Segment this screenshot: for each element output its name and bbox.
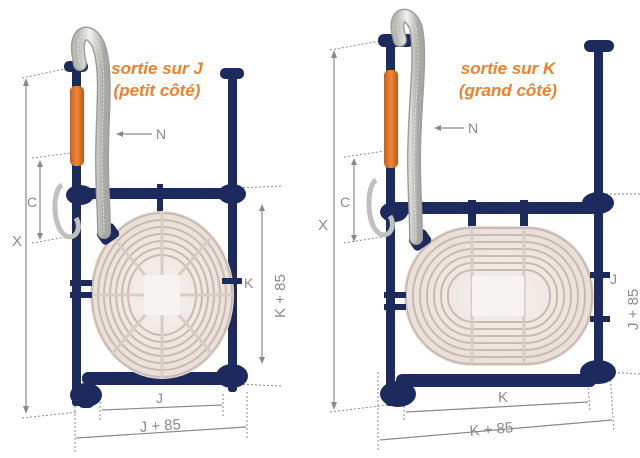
right-label-k: K bbox=[498, 389, 508, 406]
right-coil bbox=[404, 226, 594, 366]
right-label-k85: K + 85 bbox=[469, 419, 514, 440]
left-caption: sortie sur J (petit côté) bbox=[92, 58, 222, 102]
left-unit: X C N K K + 85 J J + 85 bbox=[12, 26, 289, 452]
left-label-j: J bbox=[156, 390, 163, 406]
right-caption-line1: sortie sur K bbox=[460, 59, 556, 78]
left-label-j85: J + 85 bbox=[139, 416, 181, 436]
left-caption-line2: (petit côté) bbox=[113, 81, 201, 100]
left-label-c: C bbox=[27, 194, 37, 210]
right-caption: sortie sur K (grand côté) bbox=[438, 58, 578, 102]
right-label-x: X bbox=[318, 217, 328, 234]
left-coil bbox=[90, 211, 234, 379]
right-label-j85: J + 85 bbox=[625, 289, 640, 330]
left-caption-line1: sortie sur J bbox=[111, 59, 203, 78]
right-unit: X C N J J + 85 K K + 85 bbox=[318, 8, 640, 452]
right-caption-line2: (grand côté) bbox=[458, 81, 558, 100]
left-label-k: K bbox=[244, 275, 254, 291]
left-label-x: X bbox=[12, 233, 22, 250]
right-label-n: N bbox=[468, 120, 478, 136]
left-label-n: N bbox=[156, 126, 166, 142]
right-label-c: C bbox=[340, 194, 350, 210]
left-label-k85: K + 85 bbox=[272, 274, 289, 318]
right-label-j: J bbox=[610, 271, 617, 287]
